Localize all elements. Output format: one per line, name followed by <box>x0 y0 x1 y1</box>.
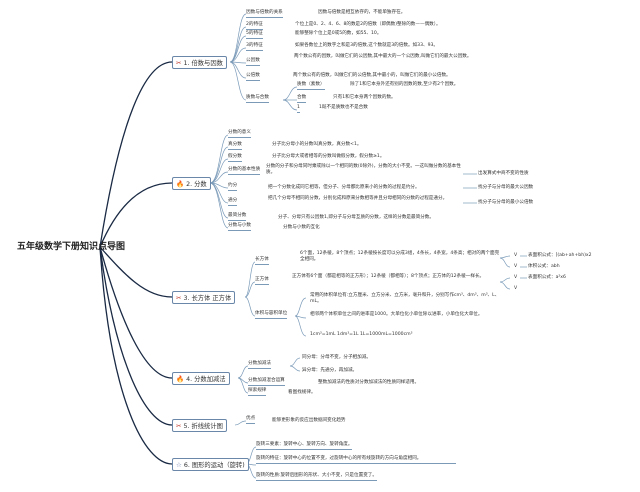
node-1-7: 质数与合数 <box>246 95 269 103</box>
node-3-1-f1-v: V <box>514 253 518 258</box>
section-3-node[interactable]: ✂3. 长方体 正方体 <box>172 291 236 304</box>
node-2-4-extra: 出发算式中商不变的性质 <box>478 171 529 176</box>
node-6-3: 旋转的性质:旋转后图形的形状、大小不变，只是位置变了。 <box>256 473 377 481</box>
node-3-2: 正方体 <box>255 277 269 285</box>
node-2-6-desc: 把几个分母不相同的分数，分别化成和原来分数相等并且分母相同的分数的过程是通分。 <box>268 196 448 201</box>
node-4-1-c1: 同分母：分母不变，分子相加减。 <box>302 355 371 360</box>
node-2-2: 真分数 <box>228 142 242 150</box>
node-1-7-3-desc: 1既不是质数也不是合数 <box>319 105 368 110</box>
node-5-1-desc: 能够更形象的反应出数据间变化趋势 <box>272 418 346 423</box>
node-4-2: 分数加减混合运算 <box>248 378 285 386</box>
star-icon: ☆ <box>176 461 182 469</box>
node-1-6: 公倍数 <box>246 73 260 81</box>
flame-icon: 🔥 <box>176 180 185 188</box>
node-2-3: 假分数 <box>228 154 242 162</box>
node-1-2-desc: 个位上是0、2、4、6、8的数是2的倍数（即偶数)整除的数——偶数）。 <box>295 22 441 27</box>
node-2-8: 分数与小数 <box>228 223 251 231</box>
tools-icon: ✂ <box>176 59 182 67</box>
node-2-7: 最简分数 <box>228 213 247 221</box>
node-2-6: 通分 <box>228 198 238 206</box>
node-2-2-desc: 分子比分母小的分数叫真分数，真分数<1。 <box>272 142 362 147</box>
node-3-1-desc: 6个面，12条棱，8个顶点；12条棱按长度可以分成3组，4条长，4条宽，4条高；… <box>300 251 500 262</box>
node-2-4: 分数的基本性质 <box>228 167 261 175</box>
node-2-5-desc: 把一个分数化成同它相等，但分子、分母都比原来小的分数的过程是约分。 <box>268 185 420 190</box>
node-1-4: 3的特征 <box>246 43 263 51</box>
node-4-2-desc: 整数加减法的性质对分数加减法的性质同样适用。 <box>318 380 420 385</box>
section-5-node[interactable]: ✂5. 折线统计图 <box>172 419 227 432</box>
node-1-3: 5的特征 <box>246 31 263 39</box>
node-4-3-desc: 看图找规律。 <box>288 390 316 395</box>
node-3-2-f1-v: V <box>514 275 518 280</box>
node-3-3-c3: 1cm³=1mL 1dm³=1L 1L=1000mL=1000cm³ <box>310 332 413 337</box>
section-2-node[interactable]: 🔥2. 分数 <box>172 177 211 190</box>
node-1-5: 公因数 <box>246 58 260 66</box>
tools-icon: ✂ <box>176 294 182 302</box>
node-3-2-f1: 表面积公式：a²x6 <box>528 275 566 280</box>
node-1-1-desc: 因数与倍数是相互依存的，不能单独存在。 <box>318 10 406 15</box>
section-4-label: 4. 分数加减法 <box>186 376 226 383</box>
section-2-label: 2. 分数 <box>186 181 207 188</box>
node-2-5-extra: 找分子与分母的最大公因数 <box>478 185 534 190</box>
node-3-1-f2-v: V <box>514 264 518 269</box>
branch-line-1 <box>99 61 173 248</box>
node-1-7-1-desc: 除了1和它本身外还有别的因数的数,至少有2个因数。 <box>350 82 459 87</box>
node-2-6-extra: 找分子与分母的最小公倍数 <box>478 200 534 205</box>
node-3-1-f2: 体积公式：abh <box>528 264 560 269</box>
node-5-1: 优点 <box>246 416 256 424</box>
node-1-1: 因数与倍数的关系 <box>246 10 283 18</box>
node-3-2-desc: 正方体有6个面（都是相等的正方形）；12条棱（都相等）；8个顶点；正方体的12条… <box>292 274 485 279</box>
node-6-1: 旋转三要素：旋转中心、旋转方向、旋转角度。 <box>256 442 353 450</box>
node-2-5: 约分 <box>228 183 238 191</box>
branch-line-6 <box>99 246 173 465</box>
node-3-3: 体积与容积单位 <box>255 311 288 319</box>
branch-line-2 <box>99 182 173 248</box>
node-4-1-c2: 异分母：先通分，再加减。 <box>302 368 358 373</box>
section-1-label: 1. 倍数与因数 <box>183 60 223 67</box>
section-5-label: 5. 折线统计图 <box>183 423 223 430</box>
tools-icon: ✂ <box>176 422 182 430</box>
node-1-2: 2的特征 <box>246 22 263 30</box>
node-1-7-3: 1 <box>297 105 300 113</box>
node-1-4-desc: 如果各数位上的数字之和是3的倍数,这个数就是3的倍数。如33、93。 <box>295 43 439 48</box>
node-1-7-1: 质数（素数） <box>297 82 325 90</box>
section-1-node[interactable]: ✂1. 倍数与因数 <box>172 56 227 69</box>
node-2-1: 分数的意义 <box>228 130 251 138</box>
node-3-1: 长方体 <box>255 257 269 265</box>
node-2-4-desc: 分数的分子和分母同时乘或除以一个相同的数(0除外)，分数的大小不变。一这叫做分数… <box>266 164 461 175</box>
node-1-3-desc: 能够整除个位上是0或5的数，如55、10。 <box>295 31 382 36</box>
section-6-node[interactable]: ☆6. 图形的运动（旋转) <box>172 458 249 471</box>
branch-line-4 <box>99 246 173 379</box>
root-topic: 五年级数学下册知识点导图 <box>17 242 126 252</box>
node-4-1: 分数加减法 <box>248 361 271 369</box>
node-1-5-desc: 两个数公有的因数，叫做它们的公因数,其中最大的一个公因数,叫做它们的最大公因数。 <box>294 54 472 59</box>
node-3-1-f1: 表面积公式：[(ab+ah+bh)x2 <box>528 253 592 258</box>
node-1-6-desc: 两个数公有的倍数，叫做它们的公倍数,其中最小的，叫做它们的最小公倍数。 <box>293 73 451 78</box>
node-3-2-f2-v: V <box>514 286 518 291</box>
node-3-3-c1: 常用的体积单位有:立方厘米、立方分米、立方米，毫升和升，分别写作cm³、dm³、… <box>310 293 500 304</box>
node-1-7-2-desc: 只有1和它本身两个因数的数。 <box>333 95 396 100</box>
section-4-node[interactable]: 🔥4. 分数加减法 <box>172 372 230 385</box>
flame-icon: 🔥 <box>176 375 185 383</box>
branch-line-3 <box>99 246 173 298</box>
node-4-3: 探索规律 <box>248 388 267 396</box>
branch-line-5 <box>99 246 173 426</box>
node-2-8-desc: 分数与小数的互化 <box>283 225 320 230</box>
node-2-7-desc: 分子、分母只有公因数1,即分子与分母互质的分数，这样的分数是最简分数。 <box>278 215 434 220</box>
node-1-7-2: 合数 <box>297 95 307 103</box>
node-3-3-c2: 相邻两个体积单位之间的进率是1000。大单位化小单位除以进率，小单位化大单位。 <box>310 312 483 317</box>
section-6-label: 6. 图形的运动（旋转) <box>183 462 245 469</box>
node-6-2: 旋转的特征：旋转中心的位置不变，过旋转中心的所有线旋转的方向与角度相同。 <box>256 456 456 464</box>
section-3-label: 3. 长方体 正方体 <box>183 295 232 302</box>
node-2-3-desc: 分子比分母大或者相等的分数叫做假分数，假分数≥1。 <box>272 154 385 159</box>
